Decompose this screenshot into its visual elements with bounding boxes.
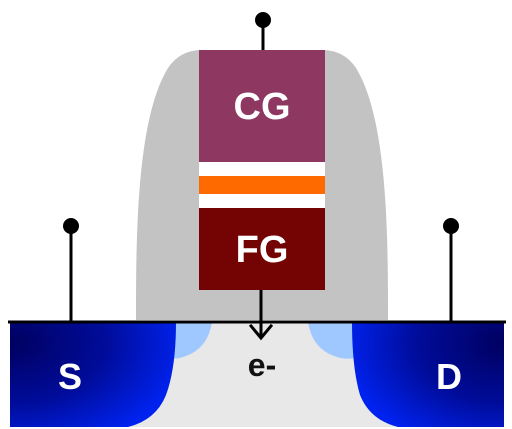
source-label: S — [58, 356, 82, 397]
drain-ldd-region — [308, 322, 356, 359]
source-terminal — [63, 218, 79, 234]
control-gate — [199, 50, 325, 162]
electron-arrow-head — [248, 323, 274, 341]
source-region — [10, 322, 176, 427]
drain-label: D — [436, 356, 462, 397]
drain-terminal — [443, 218, 459, 234]
floating-gate — [199, 208, 325, 290]
electron-label: e- — [248, 347, 276, 383]
source-ldd-region — [168, 322, 212, 359]
inter-gate-dielectric — [199, 176, 325, 194]
control-gate-terminal — [255, 12, 271, 28]
inter-gate-gap-bottom — [199, 194, 325, 208]
drain-region — [352, 322, 504, 427]
inter-gate-gap-top — [199, 162, 325, 176]
floating-gate-label: FG — [236, 229, 289, 271]
control-gate-label: CG — [234, 86, 291, 128]
